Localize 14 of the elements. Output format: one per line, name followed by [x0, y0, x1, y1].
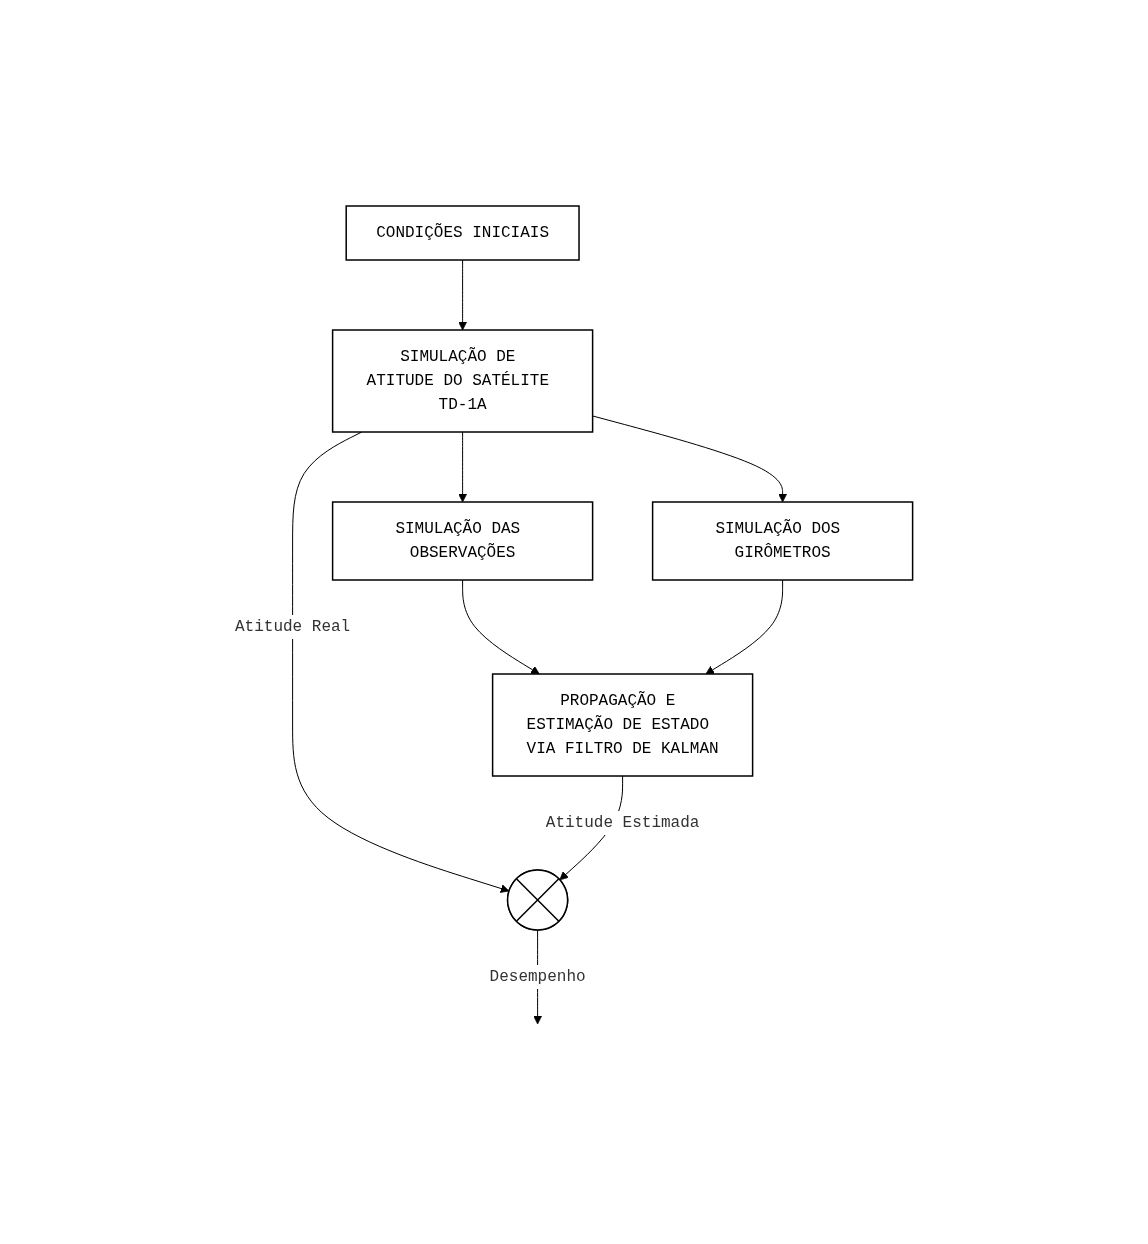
node-box: CONDIÇÕES INICIAIS	[345, 205, 580, 261]
node-box: SIMULAÇÃO DAS OBSERVAÇÕES	[332, 501, 594, 581]
edge-label: Atitude Estimada	[545, 814, 700, 832]
node-box: SIMULAÇÃO DOS GIRÔMETROS	[652, 501, 914, 581]
arrow	[458, 259, 468, 331]
arrow	[462, 579, 540, 675]
arrow	[458, 431, 468, 503]
edge-label: Atitude Real	[235, 618, 351, 636]
arrow	[592, 415, 788, 503]
arrow	[705, 579, 784, 675]
edge-label: Desempenho	[489, 968, 586, 986]
arrow	[292, 431, 510, 893]
node-box: SIMULAÇÃO DE ATITUDE DO SATÉLITE TD-1A	[332, 329, 594, 433]
node-box: PROPAGAÇÃO E ESTIMAÇÃO DE ESTADO VIA FILTRO DE KALMAN	[492, 673, 754, 777]
